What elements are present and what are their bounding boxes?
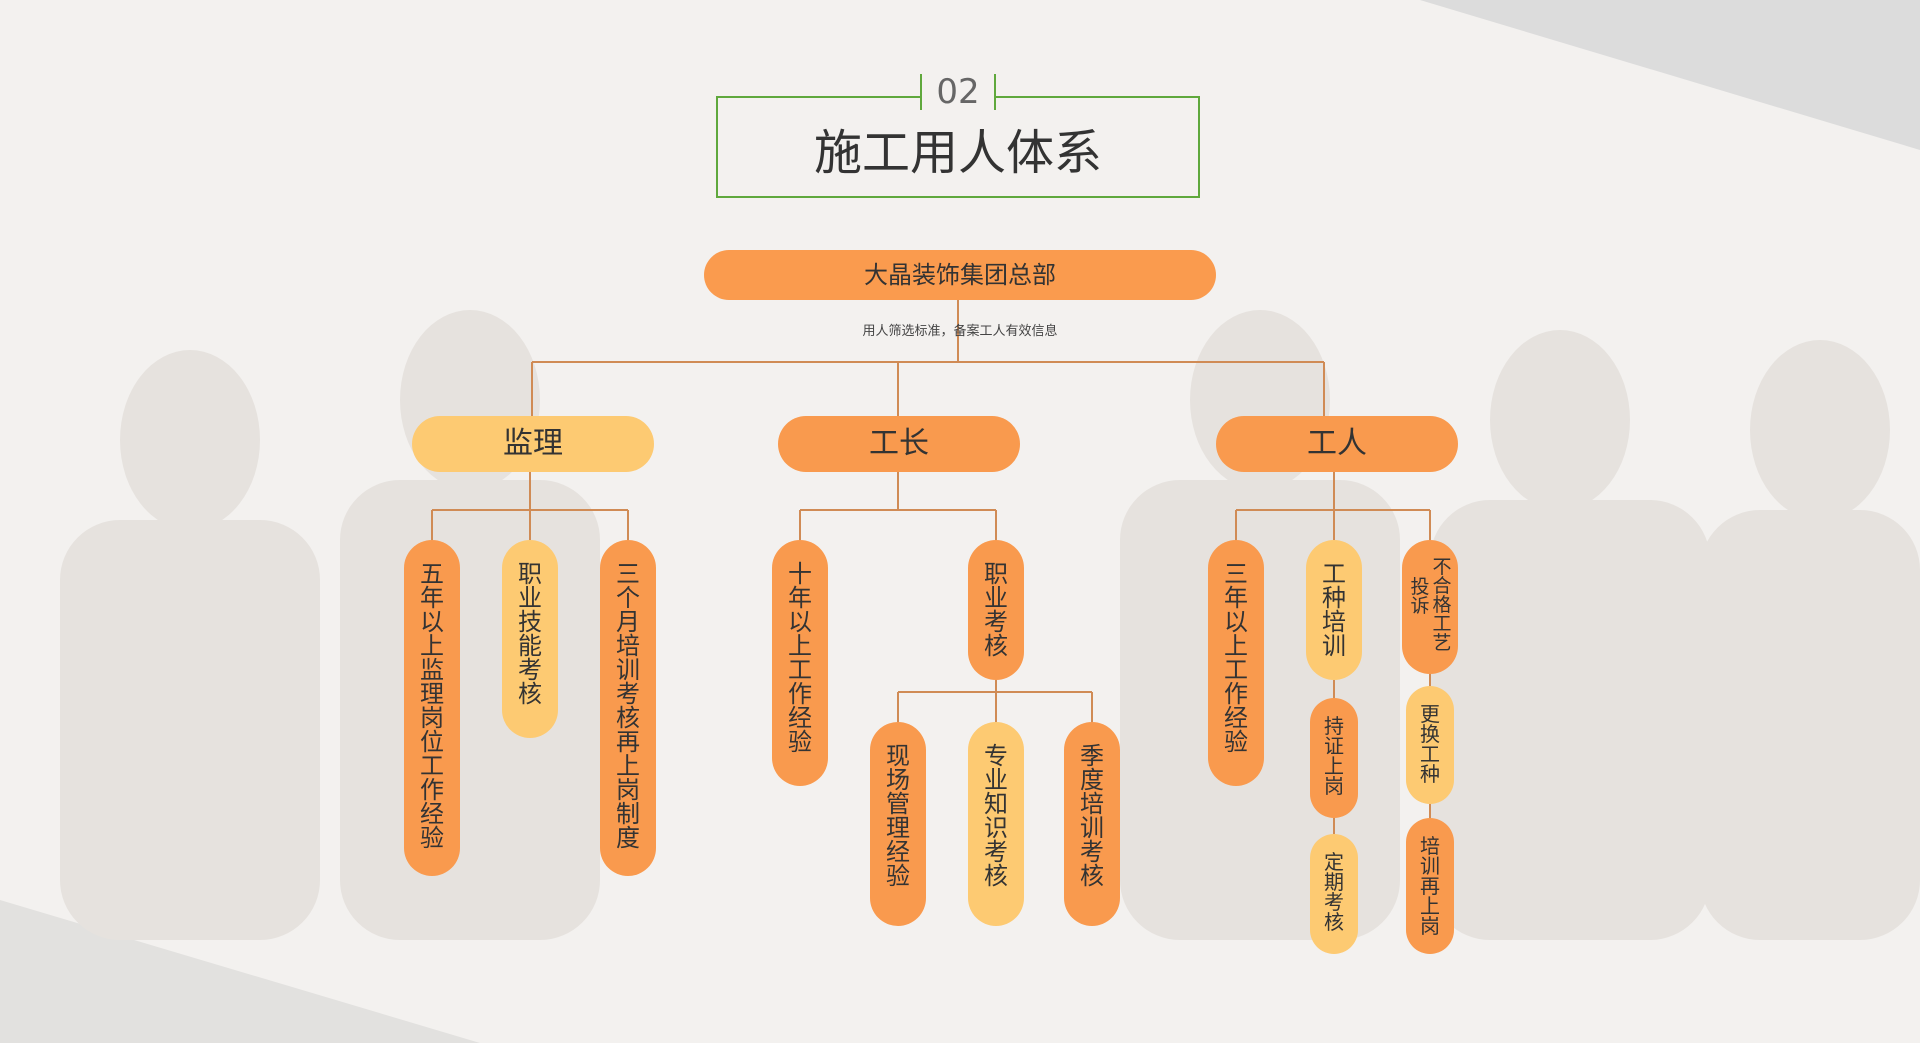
pill-label: 三年以上工作经验 — [1224, 560, 1248, 756]
bg-corner-shape — [1420, 0, 1920, 150]
connector — [431, 472, 629, 540]
pill-node: 职业技能考核 — [502, 540, 558, 738]
pill-label: 定期考核 — [1324, 850, 1344, 934]
pill-label: 培训再上岗 — [1420, 834, 1440, 938]
root-note: 用人筛选标准，备案工人有效信息 — [862, 324, 1058, 339]
connector — [1235, 472, 1431, 540]
pill-label: 季度培训考核 — [1080, 742, 1104, 890]
root-node: 大晶装饰集团总部 — [704, 250, 1216, 300]
pill-label: 五年以上监理岗位工作经验 — [420, 560, 444, 852]
pill-node: 培训再上岗 — [1406, 818, 1454, 954]
pill-label: 职业技能考核 — [518, 560, 542, 708]
pill-node-double: 不合格工艺 投诉 — [1402, 540, 1458, 674]
pill-label: 专业知识考核 — [984, 742, 1008, 890]
connector — [799, 472, 997, 540]
page-title: 施工用人体系 — [813, 125, 1102, 181]
pill-label: 投诉 — [1410, 576, 1430, 617]
pill-label: 职业考核 — [984, 560, 1008, 660]
pill-node: 三个月培训考核再上岗制度 — [600, 540, 656, 876]
pill-label: 更换工种 — [1420, 702, 1440, 786]
pill-node: 专业知识考核 — [968, 722, 1024, 926]
pill-node: 定期考核 — [1310, 834, 1358, 954]
pill-node: 持证上岗 — [1310, 698, 1358, 818]
pill-label: 三个月培训考核再上岗制度 — [616, 560, 640, 852]
pill-node: 现场管理经验 — [870, 722, 926, 926]
pill-node: 三年以上工作经验 — [1208, 540, 1264, 786]
pill-label: 十年以上工作经验 — [788, 560, 812, 756]
category-foreman: 工长 — [778, 416, 1020, 472]
pill-node: 季度培训考核 — [1064, 722, 1120, 926]
pill-label: 工种培训 — [1322, 560, 1346, 660]
pill-label: 不合格工艺 — [1432, 556, 1452, 654]
connector — [897, 680, 1093, 722]
section-number: 02 — [920, 70, 996, 114]
category-worker: 工人 — [1216, 416, 1458, 472]
pill-node: 五年以上监理岗位工作经验 — [404, 540, 460, 876]
pill-node: 工种培训 — [1306, 540, 1362, 680]
pill-node: 职业考核 — [968, 540, 1024, 680]
pill-label: 现场管理经验 — [886, 742, 910, 890]
pill-label: 持证上岗 — [1324, 714, 1344, 798]
pill-node: 十年以上工作经验 — [772, 540, 828, 786]
category-supervisor: 监理 — [412, 416, 654, 472]
pill-node: 更换工种 — [1406, 686, 1454, 804]
